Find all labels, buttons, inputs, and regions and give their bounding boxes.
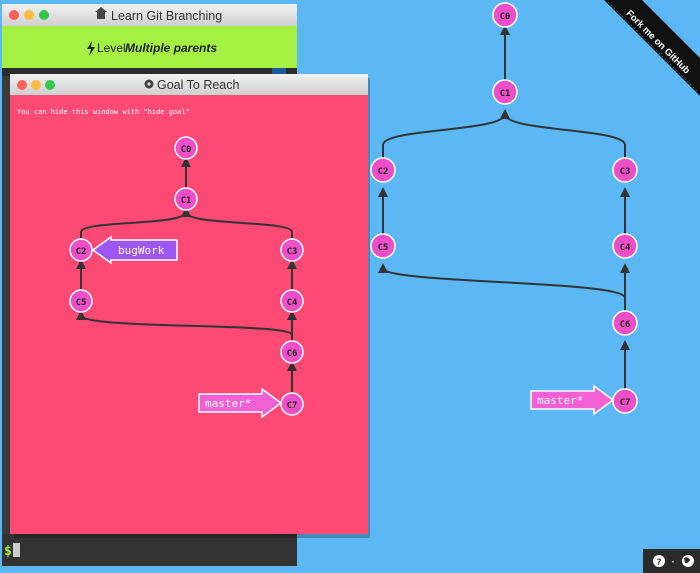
svg-text:C1: C1 [181,196,192,206]
main-zoom-button[interactable] [39,10,49,20]
commit-node-c3[interactable]: C3 [612,157,638,183]
goal-commit-node-c3[interactable]: C3 [280,238,304,262]
svg-text:C6: C6 [620,320,631,330]
command-line[interactable] [2,534,297,566]
edge-c6-c5 [378,263,626,312]
commit-node-c0[interactable]: C0 [492,2,518,28]
svg-text:C3: C3 [287,247,298,257]
commit-node-c1[interactable]: C1 [492,79,518,105]
svg-text:C1: C1 [500,89,511,99]
svg-text:C0: C0 [181,145,192,155]
svg-text:C0: C0 [500,12,511,22]
svg-text:master*: master* [205,397,251,410]
goal-close-button[interactable] [17,80,27,90]
level-name: Multiple parents [125,41,217,55]
prompt-symbol: $ [4,544,12,559]
command-cursor [13,543,20,557]
main-close-button[interactable] [9,10,19,20]
goal-branch-label-master[interactable]: master* [198,387,283,419]
goal-commit-node-c4[interactable]: C4 [280,289,304,313]
goal-commit-node-c1[interactable]: C1 [174,187,198,211]
svg-text:master*: master* [537,394,583,407]
bottom-toolbar: ? · [643,549,700,573]
commit-node-c5[interactable]: C5 [370,233,396,259]
goal-minimize-button[interactable] [31,80,41,90]
svg-text:C4: C4 [620,243,631,253]
gear-icon [144,79,154,89]
terminal-header [2,68,297,76]
home-icon [95,7,107,19]
level-bar [2,26,297,68]
edge-c3-c1 [500,109,626,159]
goal-edge-c6-c5 [76,310,293,341]
svg-text:C4: C4 [287,298,298,308]
commit-node-c4[interactable]: C4 [612,233,638,259]
main-graph: C0 C1 C2 C3 C5 C4 C6 C7 [370,2,638,416]
github-ribbon[interactable]: Fork me on GitHub [604,0,700,96]
lightning-icon [87,41,95,56]
goal-window: Goal To Reach You can hide this window w… [10,74,370,538]
goal-commit-node-c7[interactable]: C7 [280,392,304,416]
svg-text:C3: C3 [620,167,631,177]
goal-window-title: Goal To Reach [157,78,240,92]
svg-text:C2: C2 [76,247,87,257]
main-titlebar [2,4,297,26]
svg-text:C7: C7 [287,401,298,411]
commit-node-c7[interactable]: C7 [612,388,638,414]
goal-commit-node-c6[interactable]: C6 [280,340,304,364]
goal-branch-label-bugwork[interactable]: bugWork [91,235,178,265]
svg-text:C6: C6 [287,349,298,359]
level-prefix: Level [97,41,126,55]
toolbar-dot: · [670,557,676,568]
svg-text:C2: C2 [378,167,389,177]
goal-titlebar [10,74,368,95]
svg-text:bugWork: bugWork [118,244,165,257]
terminal-edit-icon[interactable] [272,68,286,76]
commit-node-c2[interactable]: C2 [370,157,396,183]
main-minimize-button[interactable] [24,10,34,20]
globe-icon[interactable] [682,555,694,567]
goal-edge-c3-c1 [181,207,293,238]
goal-commit-node-c5[interactable]: C5 [69,289,93,313]
svg-text:?: ? [656,558,661,568]
goal-hint: You can hide this window with "hide goal… [17,108,190,116]
goal-commit-node-c2[interactable]: C2 [69,238,93,262]
svg-text:C5: C5 [76,298,87,308]
commit-node-c6[interactable]: C6 [612,310,638,336]
goal-zoom-button[interactable] [45,80,55,90]
help-icon[interactable]: ? [653,555,665,568]
svg-text:C5: C5 [378,243,389,253]
svg-text:C7: C7 [620,398,631,408]
goal-commit-node-c0[interactable]: C0 [174,136,198,160]
edge-c2-c1 [382,109,510,159]
branch-label-master[interactable]: master* [530,384,615,416]
main-window-title: Learn Git Branching [111,9,222,23]
